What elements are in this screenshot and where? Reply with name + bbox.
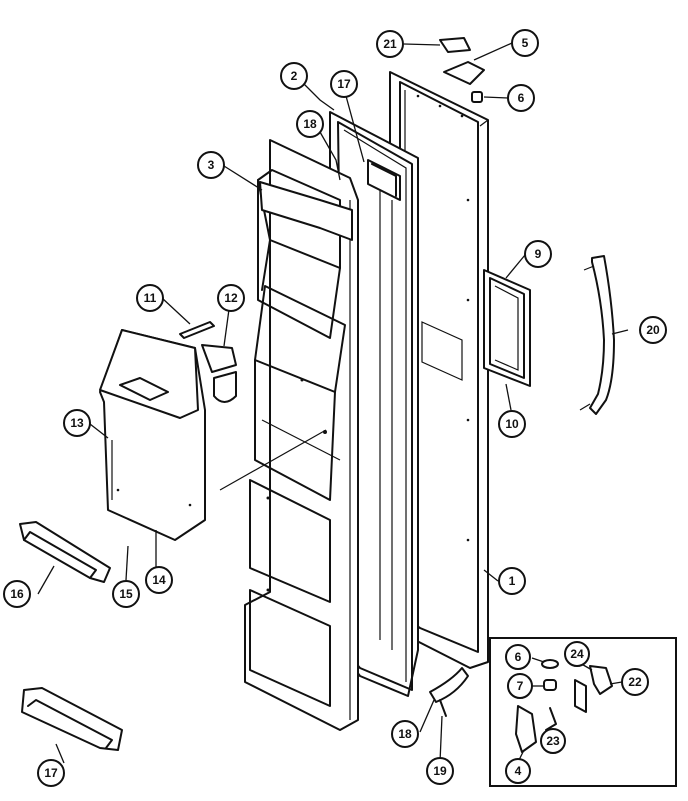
callout-20-label: 20 [646, 323, 660, 337]
callout-18-bottom: 18 [391, 720, 419, 748]
callout-23: 23 [540, 728, 566, 754]
part-bin-17 [21, 687, 123, 751]
callout-17-top: 17 [330, 70, 358, 98]
callout-6-top: 6 [507, 84, 535, 112]
callout-16: 16 [3, 580, 31, 608]
callout-15: 15 [112, 580, 140, 608]
callout-10: 10 [498, 410, 526, 438]
callout-5-label: 5 [522, 36, 529, 50]
leader-lines [37, 42, 629, 764]
callout-11-label: 11 [144, 291, 157, 305]
part-bottom-hinge [429, 667, 469, 717]
callout-2: 2 [280, 62, 308, 90]
callout-3: 3 [197, 151, 225, 179]
callout-1: 1 [498, 567, 526, 595]
callout-13: 13 [63, 409, 91, 437]
callout-10-label: 10 [505, 417, 519, 431]
callout-23-label: 23 [546, 734, 560, 748]
callout-3-label: 3 [208, 158, 215, 172]
callout-9-label: 9 [535, 247, 542, 261]
callout-21-label: 21 [383, 37, 397, 51]
callout-24-label: 24 [570, 647, 584, 661]
callout-17-bottom: 17 [37, 759, 65, 787]
callout-24: 24 [564, 641, 590, 667]
callout-5: 5 [511, 29, 539, 57]
callout-7: 7 [507, 673, 533, 699]
part-dispenser-cup [201, 344, 237, 403]
callout-4-label: 4 [515, 764, 522, 778]
callout-6-inset-label: 6 [515, 650, 522, 664]
callout-19-label: 19 [433, 764, 447, 778]
callout-14-label: 14 [152, 573, 166, 587]
callout-11: 11 [136, 284, 164, 312]
callout-18-bottom-label: 18 [398, 727, 412, 741]
part-door-handle [579, 255, 615, 415]
part-dispenser-housing [99, 329, 327, 541]
callout-22-label: 22 [628, 675, 642, 689]
callout-6-inset: 6 [505, 644, 531, 670]
callout-21: 21 [376, 30, 404, 58]
callout-4: 4 [505, 758, 531, 784]
callout-7-label: 7 [517, 679, 524, 693]
callout-16-label: 16 [10, 587, 24, 601]
callout-15-label: 15 [119, 587, 133, 601]
part-top-hinge [439, 37, 485, 103]
callout-17-bottom-label: 17 [44, 766, 58, 780]
callout-19: 19 [426, 757, 454, 785]
callout-2-label: 2 [291, 69, 298, 83]
callout-12-label: 12 [224, 291, 238, 305]
part-bin-16 [19, 521, 111, 583]
callout-17-top-label: 17 [337, 77, 351, 91]
callout-20: 20 [639, 316, 667, 344]
callout-18-top: 18 [296, 110, 324, 138]
callout-13-label: 13 [70, 416, 84, 430]
part-dispenser-panel [483, 269, 531, 387]
callout-14: 14 [145, 566, 173, 594]
callout-18-top-label: 18 [303, 117, 317, 131]
callout-22: 22 [621, 668, 649, 696]
callout-12: 12 [217, 284, 245, 312]
callout-1-label: 1 [509, 574, 516, 588]
callout-9: 9 [524, 240, 552, 268]
callout-6-top-label: 6 [518, 91, 525, 105]
part-inner-door-shelves [244, 139, 359, 731]
part-small-bar [179, 321, 215, 339]
